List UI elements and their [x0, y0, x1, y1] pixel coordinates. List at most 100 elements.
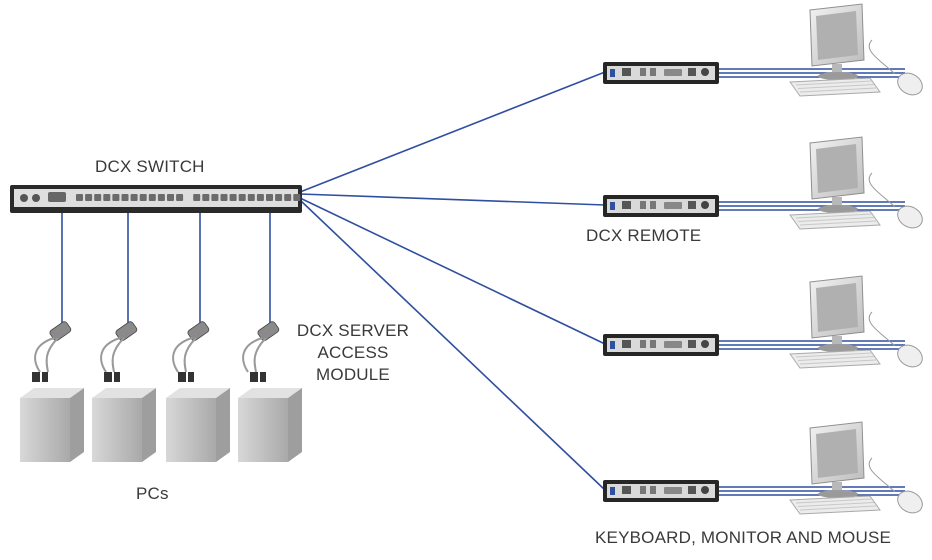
sam-cable	[45, 337, 59, 373]
pc-group	[20, 321, 302, 462]
switch-port	[220, 194, 228, 201]
pc-front	[166, 398, 216, 462]
switch-port	[85, 194, 93, 201]
cable-remote-4	[299, 199, 606, 491]
switch-port	[130, 194, 138, 201]
monitor-base	[818, 205, 858, 213]
switch-port	[157, 194, 165, 201]
mouse	[897, 205, 923, 229]
remote-usb-port	[650, 201, 656, 209]
dcx-switch-device	[10, 185, 302, 213]
remote-rj45-port	[622, 68, 631, 76]
sam-cable	[100, 337, 121, 373]
switch-port	[229, 194, 237, 201]
remote-workstation	[603, 275, 923, 369]
mouse	[897, 72, 923, 96]
monitor-stand	[832, 336, 842, 346]
keyboard-keys	[799, 220, 877, 226]
server-access-module-label: DCX SERVER ACCESS MODULE	[296, 321, 410, 384]
sam-cable	[34, 337, 55, 373]
server-access-module	[257, 321, 280, 342]
cable-remote-3	[299, 197, 606, 345]
remote-status-led	[610, 69, 615, 77]
switch-port	[293, 194, 301, 201]
pc-front	[238, 398, 288, 462]
keyboard-keys	[795, 498, 873, 504]
cable-remote-1	[299, 71, 606, 193]
monitor-screen	[816, 144, 858, 193]
mouse	[897, 344, 923, 368]
keyboard-keys	[799, 87, 877, 93]
switch-port	[176, 194, 184, 201]
switch-port	[211, 194, 219, 201]
pc-top	[238, 388, 302, 398]
remote-vga-port	[664, 69, 682, 76]
remote-power-jack	[701, 68, 709, 76]
switch-label: DCX SWITCH	[95, 157, 205, 176]
mouse-cable	[868, 39, 896, 75]
remote-usb-port	[650, 486, 656, 494]
monitor-stand	[832, 482, 842, 492]
remote-workstation	[603, 421, 923, 515]
switch-port	[139, 194, 147, 201]
switch-port	[148, 194, 156, 201]
remote-workstations	[603, 3, 923, 515]
usb-connector	[188, 372, 194, 382]
remote-rj45-port	[688, 486, 696, 494]
monitor-base	[818, 72, 858, 80]
remote-usb-port	[650, 340, 656, 348]
vga-connector	[178, 372, 186, 382]
pc-unit	[20, 321, 84, 462]
sam-cable	[253, 337, 267, 373]
remote-usb-port	[650, 68, 656, 76]
remote-power-jack	[701, 340, 709, 348]
remote-status-led	[610, 487, 615, 495]
pc-unit	[238, 321, 302, 462]
remote-rj45-port	[622, 340, 631, 348]
switch-port	[284, 194, 292, 201]
keyboard-keys	[795, 213, 873, 219]
keyboard-keys	[795, 80, 873, 86]
mouse-cable	[868, 311, 896, 347]
remote-rj45-port	[622, 201, 631, 209]
switch-to-remote-cables	[299, 71, 606, 491]
switch-port	[121, 194, 129, 201]
switch-port	[76, 194, 83, 201]
pc-side	[288, 388, 302, 462]
pc-side	[216, 388, 230, 462]
vga-connector	[104, 372, 112, 382]
pc-front	[92, 398, 142, 462]
keyboard-keys	[797, 356, 875, 361]
monitor-screen	[816, 429, 858, 478]
monitor-screen	[816, 11, 858, 60]
remote-power-jack	[701, 486, 709, 494]
pc-unit	[166, 321, 230, 462]
sam-cable	[242, 337, 263, 373]
monitor-base	[818, 344, 858, 352]
vga-connector	[250, 372, 258, 382]
cable-remote-2	[299, 193, 606, 206]
remote-vga-port	[664, 341, 682, 348]
remote-rj45-port	[688, 68, 696, 76]
monitor-stand	[832, 64, 842, 74]
switch-port	[202, 194, 210, 201]
pc-side	[142, 388, 156, 462]
switch-to-sam-cables	[61, 208, 271, 326]
keyboard-keys	[797, 217, 875, 222]
remote-vga-port	[664, 202, 682, 209]
switch-port	[238, 194, 246, 201]
remote-status-led	[610, 202, 615, 210]
mouse	[897, 490, 923, 514]
switch-port	[275, 194, 283, 201]
kvm-label: KEYBOARD, MONITOR AND MOUSE	[595, 528, 892, 547]
monitor-base	[818, 490, 858, 498]
remote-rj45-port	[622, 486, 631, 494]
keyboard-keys	[797, 84, 875, 89]
switch-port	[266, 194, 273, 201]
keyboard-keys	[795, 352, 873, 358]
remote-usb-port	[640, 486, 646, 494]
switch-port	[256, 194, 264, 201]
monitor-stand	[832, 197, 842, 207]
